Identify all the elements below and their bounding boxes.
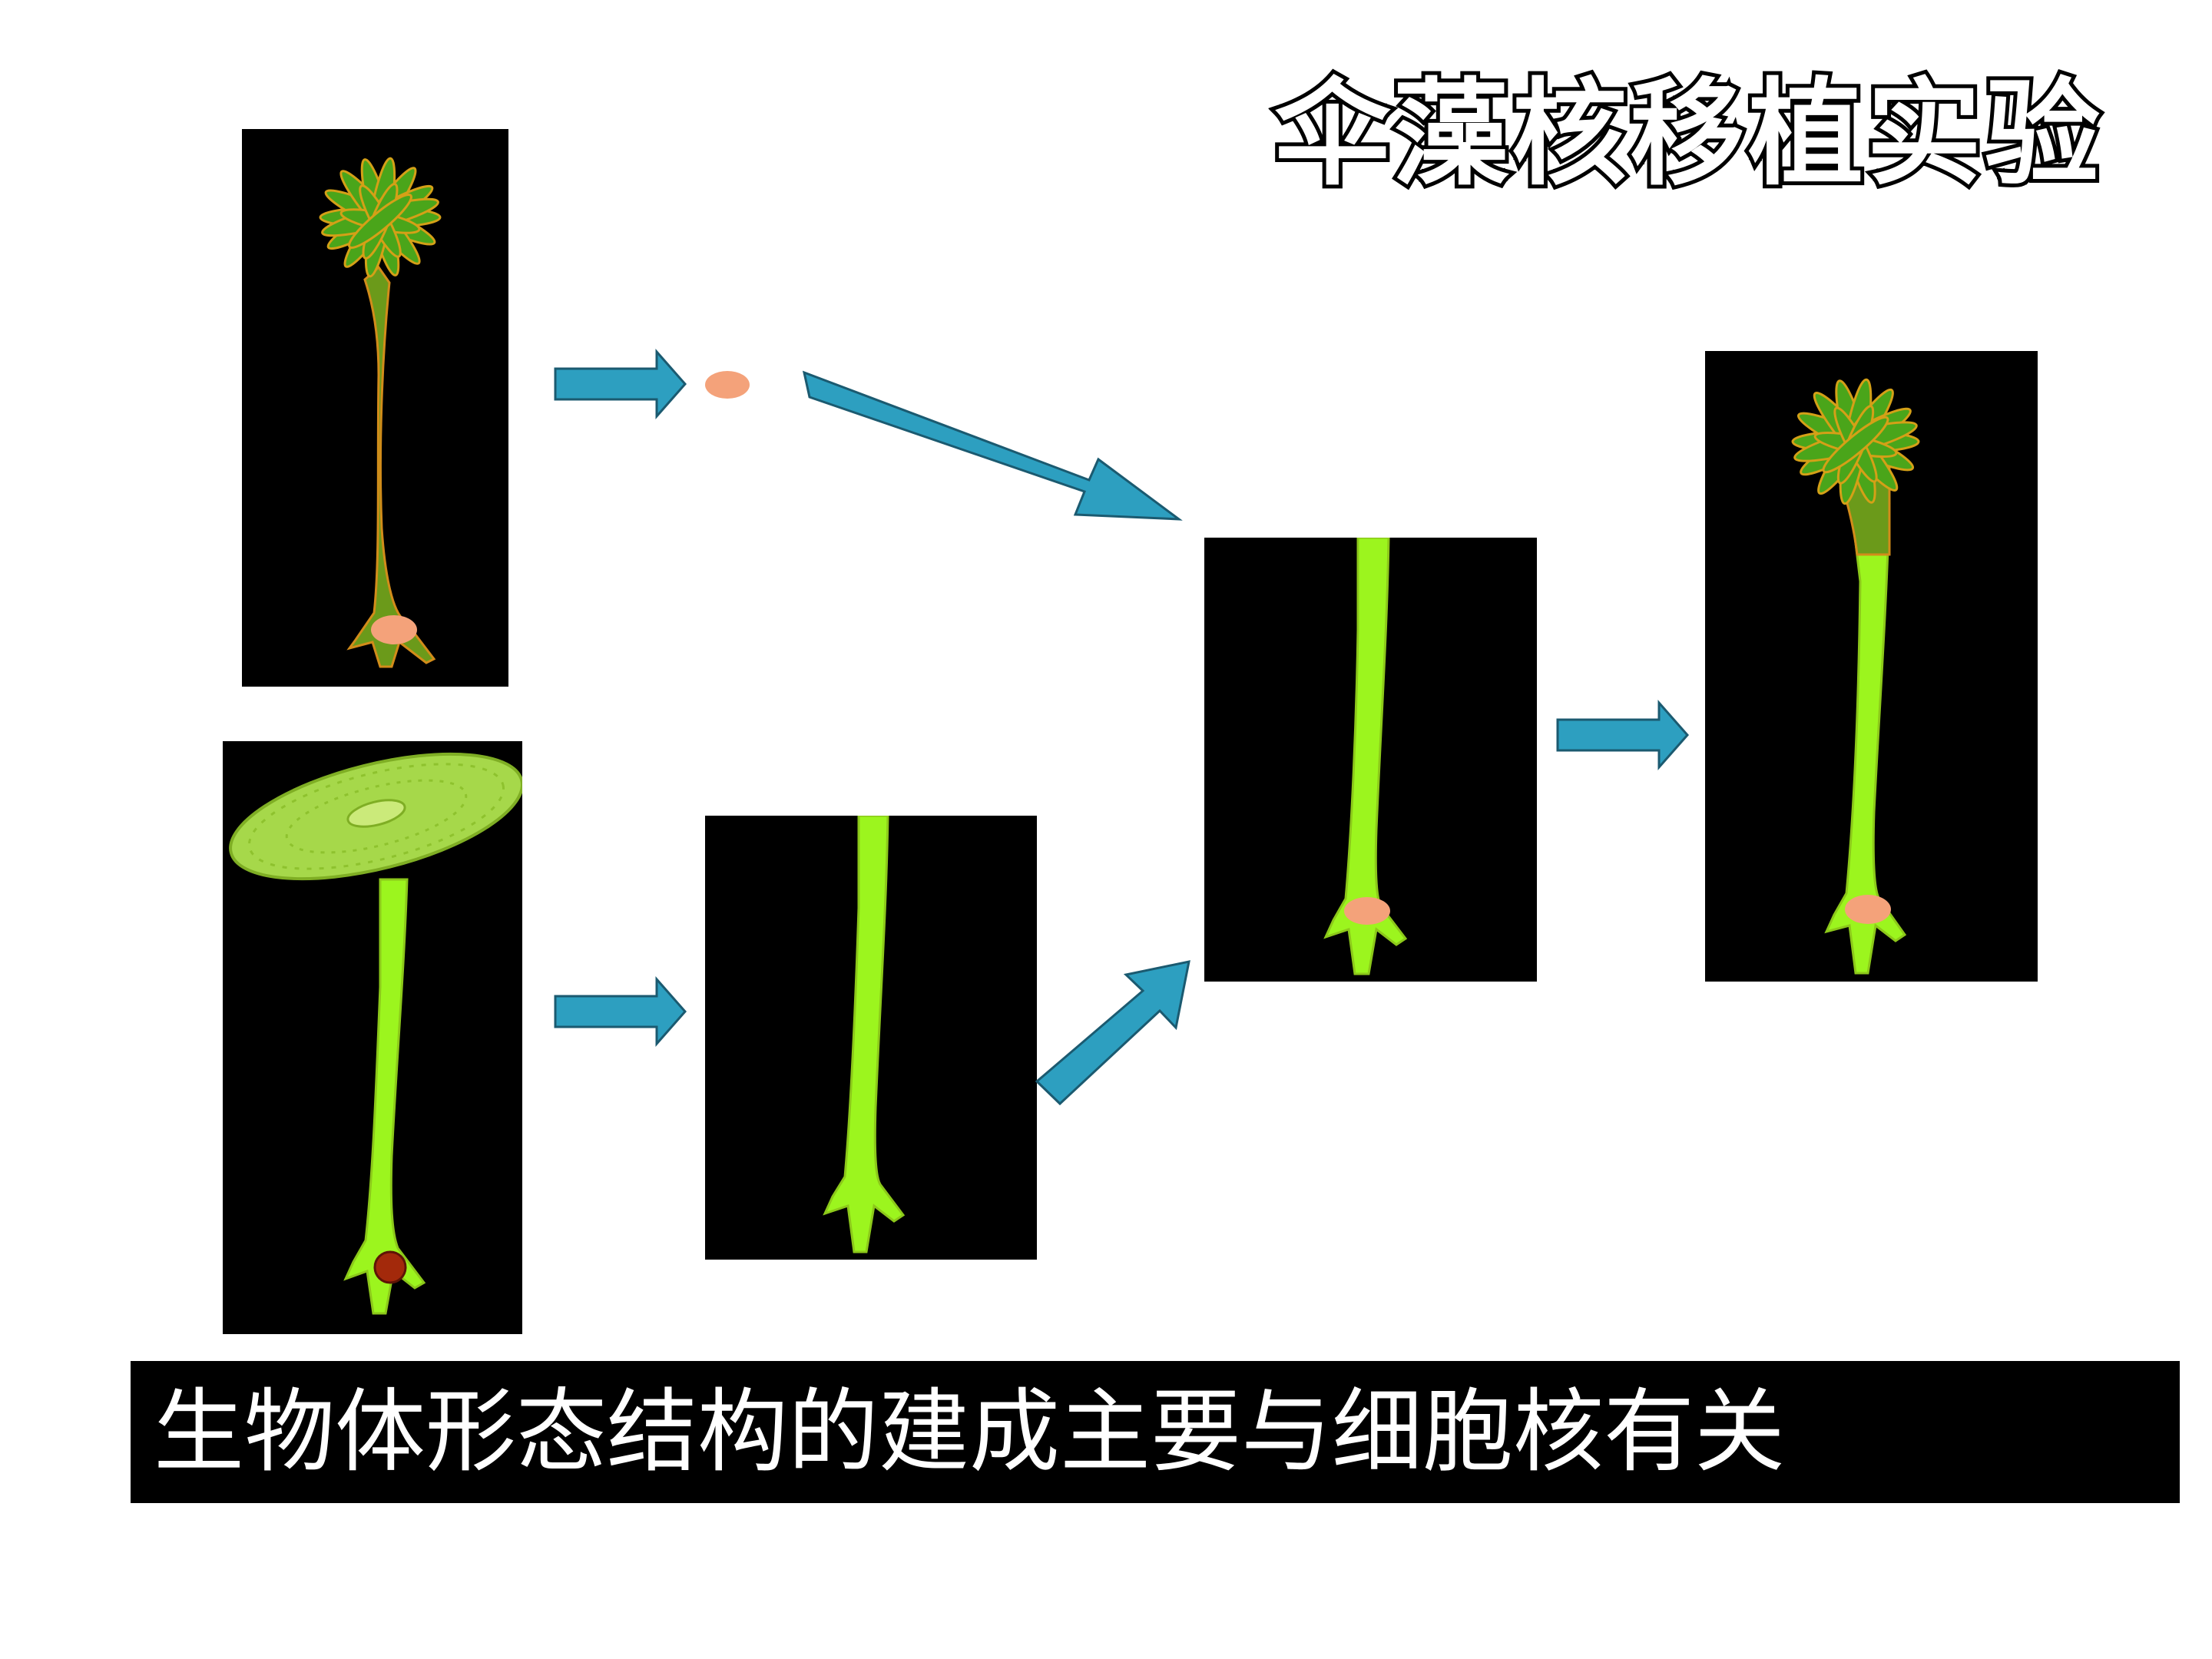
extracted-nucleus-icon [705, 371, 750, 399]
mediterranea-cap-icon [1791, 378, 1920, 505]
panel-mediterranea-original [242, 129, 508, 687]
panel-regenerated-result [1705, 351, 2038, 982]
stalk-icon [1824, 503, 1907, 975]
arrow-icon [1035, 960, 1190, 1106]
conclusion-text: 生物体形态结构的建成主要与细胞核有关 [154, 1379, 1786, 1485]
mediterranea-alga-icon [319, 157, 442, 668]
panel-nucleus-transplanted [1204, 538, 1537, 982]
nucleus-icon [371, 615, 417, 644]
panel-enucleated-stalk [705, 816, 1037, 1260]
arrow-icon [802, 370, 1183, 521]
enucleated-alga-icon [823, 816, 906, 1253]
stalk-icon [823, 816, 906, 1253]
nucleus-icon [1845, 895, 1891, 924]
panel-crenulata-original [223, 741, 522, 1334]
conclusion-banner: 生物体形态结构的建成主要与细胞核有关 [131, 1361, 2180, 1503]
result-alga-icon [1791, 378, 1920, 975]
arrow-icon [1556, 700, 1689, 770]
nucleus-icon [1344, 897, 1390, 925]
stalk-icon [346, 265, 436, 668]
crenulata-cap-icon [229, 752, 522, 881]
crenulata-alga-icon [229, 752, 522, 1315]
arrow-icon [554, 349, 687, 419]
arrow-icon [554, 976, 687, 1047]
stalk-icon [343, 878, 426, 1315]
slide-title: 伞藻核移植实验 [1271, 64, 2104, 205]
mediterranea-cap-icon [319, 157, 442, 278]
nucleus-icon [373, 1250, 407, 1284]
transplanted-alga-icon [1323, 538, 1408, 975]
